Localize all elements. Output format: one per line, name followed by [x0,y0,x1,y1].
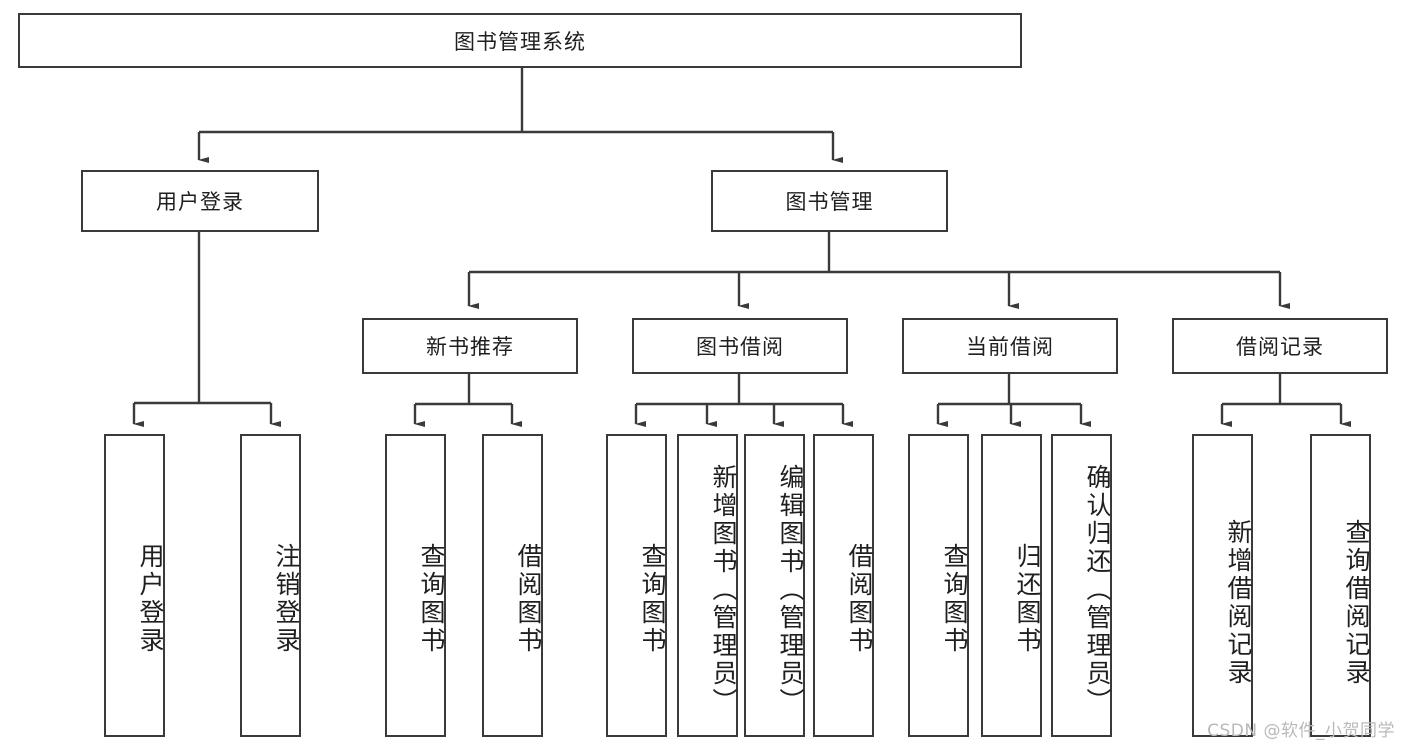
leaf-confirm-return-admin[interactable]: 确认归还（管理员） [1051,434,1112,737]
leaf-borrow-book-2-label: 借阅图书 [845,542,874,655]
node-borrowing-record[interactable]: 借阅记录 [1172,318,1388,374]
node-book-borrowing[interactable]: 图书借阅 [632,318,848,374]
leaf-query-book-1-label: 查询图书 [417,542,446,655]
leaf-add-book-admin[interactable]: 新增图书（管理员） [677,434,738,737]
node-new-book-recommendation-label: 新书推荐 [426,335,514,359]
leaf-user-login[interactable]: 用户登录 [104,434,165,737]
leaf-add-borrow-record-label: 新增借阅记录 [1224,518,1253,687]
leaf-query-book-2[interactable]: 查询图书 [606,434,667,737]
leaf-confirm-return-admin-label: 确认归还（管理员） [1083,463,1112,716]
node-book-management-label: 图书管理 [785,190,874,214]
node-current-borrowing-label: 当前借阅 [966,335,1054,359]
leaf-return-book[interactable]: 归还图书 [981,434,1042,737]
leaf-query-book-1[interactable]: 查询图书 [385,434,446,737]
leaf-return-book-label: 归还图书 [1013,542,1042,655]
leaf-borrow-book-2[interactable]: 借阅图书 [813,434,874,737]
leaf-edit-book-admin[interactable]: 编辑图书（管理员） [744,434,805,737]
node-new-book-recommendation[interactable]: 新书推荐 [362,318,578,374]
node-root-label: 图书管理系统 [454,29,586,54]
node-root-book-management-system[interactable]: 图书管理系统 [18,13,1022,68]
leaf-query-borrow-record[interactable]: 查询借阅记录 [1310,434,1371,737]
watermark-credit: CSDN @软件_小贺同学 [1207,721,1395,741]
leaf-add-borrow-record[interactable]: 新增借阅记录 [1192,434,1253,737]
node-user-login-label: 用户登录 [156,190,244,214]
leaf-query-borrow-record-label: 查询借阅记录 [1342,518,1371,687]
leaf-logout[interactable]: 注销登录 [240,434,301,737]
node-book-borrowing-label: 图书借阅 [696,335,784,359]
node-current-borrowing[interactable]: 当前借阅 [902,318,1118,374]
leaf-add-book-admin-label: 新增图书（管理员） [709,463,738,716]
leaf-query-book-3[interactable]: 查询图书 [908,434,969,737]
leaf-user-login-label: 用户登录 [136,542,165,655]
leaf-borrow-book-1-label: 借阅图书 [514,542,543,655]
node-user-login[interactable]: 用户登录 [81,170,319,232]
leaf-logout-label: 注销登录 [272,542,301,655]
leaf-edit-book-admin-label: 编辑图书（管理员） [776,463,805,716]
leaf-query-book-2-label: 查询图书 [638,542,667,655]
leaf-borrow-book-1[interactable]: 借阅图书 [482,434,543,737]
node-borrowing-record-label: 借阅记录 [1236,335,1324,359]
leaf-query-book-3-label: 查询图书 [940,542,969,655]
node-book-management[interactable]: 图书管理 [711,170,948,232]
